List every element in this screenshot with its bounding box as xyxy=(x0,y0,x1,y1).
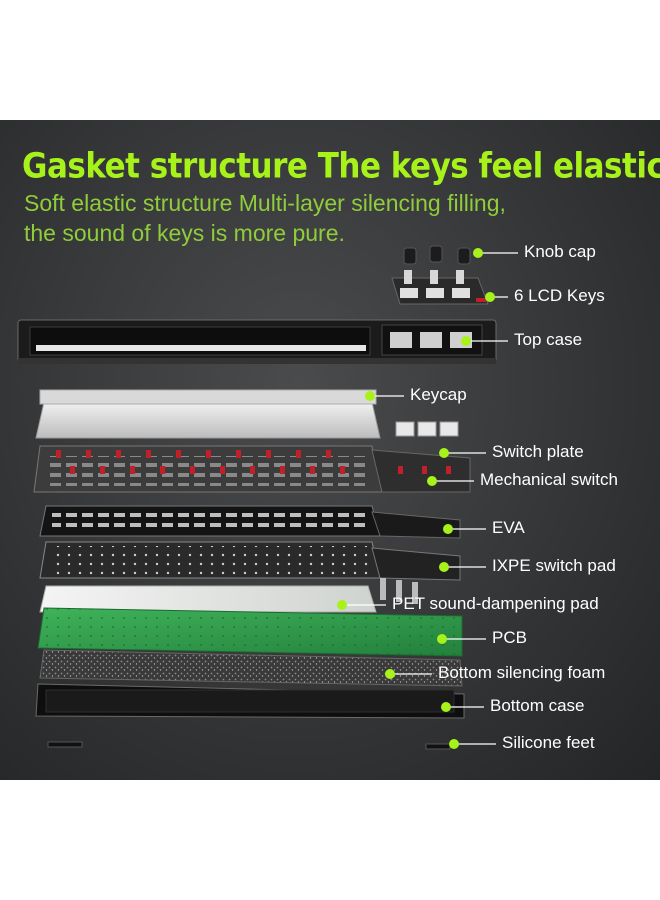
keyboard-layers-diagram xyxy=(17,245,518,750)
label-silicone-feet: Silicone feet xyxy=(502,733,595,752)
label-bottom-foam: Bottom silencing foam xyxy=(438,663,606,682)
ixpe-part xyxy=(39,541,461,581)
label-pcb: PCB xyxy=(492,628,527,647)
label-keycap: Keycap xyxy=(410,385,467,404)
label-mechanical-switch: Mechanical switch xyxy=(480,470,618,489)
label-top-case: Top case xyxy=(514,330,583,349)
pcb-part xyxy=(37,607,463,657)
switch-plate-part xyxy=(33,445,471,493)
lcd-keys-part xyxy=(391,270,489,305)
label-pet: PET sound-dampening pad xyxy=(392,594,599,613)
exploded-diagram-panel: Gasket structure The keys feel elastic S… xyxy=(0,120,660,780)
subtitle-line-2: the sound of keys is more pure. xyxy=(24,220,345,246)
label-eva: EVA xyxy=(492,518,525,537)
label-knob-cap: Knob cap xyxy=(524,242,596,261)
bottom-case-part xyxy=(35,683,465,719)
pet-part xyxy=(39,578,418,613)
bottom-foam-part xyxy=(39,649,463,687)
subtitle-line-1: Soft elastic structure Multi-layer silen… xyxy=(24,190,506,216)
leader-dots xyxy=(337,248,495,749)
label-lcd-keys: 6 LCD Keys xyxy=(514,286,605,305)
silicone-feet-part xyxy=(47,741,451,750)
label-ixpe: IXPE switch pad xyxy=(492,556,616,575)
headline: Gasket structure The keys feel elastic xyxy=(22,146,660,187)
eva-part xyxy=(39,505,461,539)
knob-cap-part xyxy=(403,245,471,265)
keycap-part xyxy=(35,389,459,439)
top-case-part xyxy=(17,319,497,364)
label-bottom-case: Bottom case xyxy=(490,696,585,715)
leader-lines xyxy=(346,252,518,745)
label-switch-plate: Switch plate xyxy=(492,442,584,461)
mechanical-switches xyxy=(56,450,451,474)
